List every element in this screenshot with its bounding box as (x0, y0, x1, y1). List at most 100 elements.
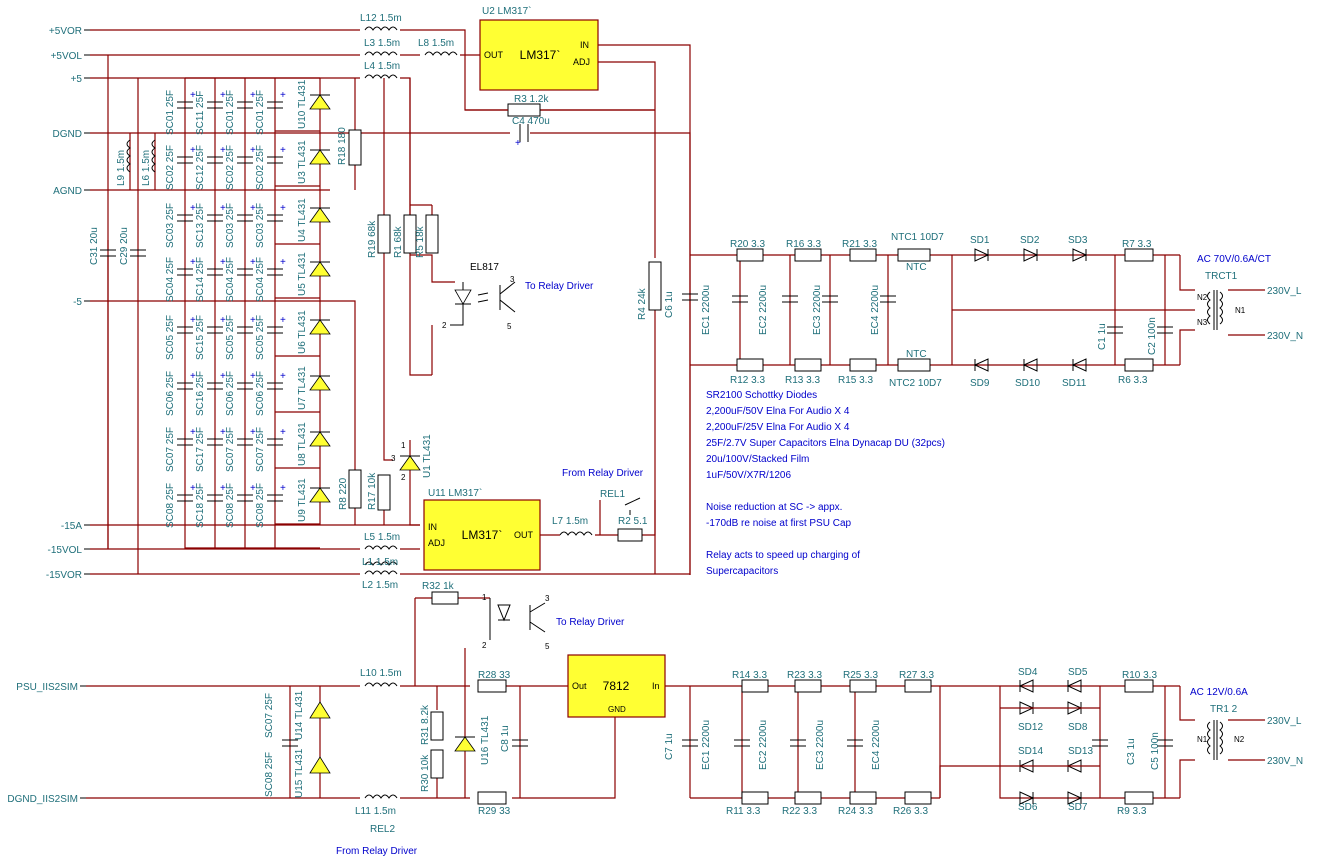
supercap (207, 438, 223, 446)
cap-c6 (682, 293, 698, 301)
label-rel1: REL1 (600, 489, 625, 500)
tl431-label: U4 TL431 (297, 198, 308, 242)
tl431-shunt (309, 261, 331, 277)
resistor-r17 (377, 474, 391, 511)
label-r19: R19 68k (367, 220, 378, 258)
supercap-label: SC03 25F (255, 203, 266, 248)
to-relay-driver-2: To Relay Driver (556, 617, 625, 628)
supercap (177, 156, 193, 164)
svg-text:SD14: SD14 (1018, 746, 1043, 757)
supercap-label: SC04 25F (255, 257, 266, 302)
resistor-r18-group: R18 180 (337, 78, 362, 190)
tl431-shunt (309, 375, 331, 391)
supercap (267, 101, 283, 109)
resistor-r22 (794, 791, 822, 805)
label-c2: C2 100n (1147, 317, 1158, 355)
inductor-l9 (126, 139, 131, 173)
resistor-r25 (849, 679, 877, 693)
label-r16: R16 3.3 (786, 239, 821, 250)
tl431-shunt (309, 431, 331, 447)
svg-text:U14 TL431: U14 TL431 (294, 690, 305, 740)
label-sd2: SD2 (1020, 235, 1040, 246)
note-line: 25F/2.7V Super Capacitors Elna Dynacap D… (706, 438, 945, 449)
diode-row-upper: SD1 SD2 SD3 SD9 SD10 SD11 (970, 235, 1088, 389)
supercap (237, 101, 253, 109)
label-r17: R17 10k (367, 472, 378, 510)
port-agnd: AGND (53, 186, 82, 197)
resistor-r9 (1124, 791, 1154, 805)
polarity-mark: + (250, 203, 256, 214)
resistor-r12 (736, 358, 764, 372)
regulator-u11: U11 LM317` LM317` IN ADJ OUT (423, 487, 541, 571)
inductor-l10 (364, 682, 398, 687)
port-230v-l-1: 230V_L (1267, 286, 1302, 297)
label-ec2-lower: EC2 2200u (758, 720, 769, 770)
resistor-r30 (430, 749, 444, 779)
supercap-label: SC04 25F (165, 257, 176, 302)
polarity-mark: + (250, 257, 256, 268)
label-rel2: REL2 (370, 824, 395, 835)
resistor-r7 (1124, 248, 1154, 262)
port-m15a: -15A (61, 521, 82, 532)
supercap-label: SC03 25F (225, 203, 236, 248)
supercap (177, 101, 193, 109)
label-u16: U16 TL431 (480, 715, 491, 765)
supercap-label: SC06 25F (255, 371, 266, 416)
label-r24: R24 3.3 (838, 806, 873, 817)
supercap-column-3: SC01 25F+SC02 25F+SC03 25F+SC04 25F+SC05… (225, 90, 256, 528)
tr1-spec: AC 12V/0.6A (1190, 687, 1248, 698)
svg-text:2: 2 (482, 641, 487, 650)
regulator-7812: 7812 Out In GND (567, 654, 666, 718)
label-r20: R20 3.3 (730, 239, 765, 250)
cap-c4 (519, 124, 529, 142)
label-ec3: EC3 2200u (812, 285, 823, 335)
inductor-l3 (364, 51, 398, 56)
tl431-label: U5 TL431 (297, 252, 308, 296)
supercap (237, 214, 253, 222)
label-u2: U2 LM317` (482, 5, 531, 17)
label-sd10: SD10 (1015, 378, 1040, 389)
label-c3: C3 1u (1126, 738, 1137, 765)
resistor-r29 (477, 791, 507, 805)
r3-c4: R3 1.2k C4 470u + (465, 94, 550, 149)
relay-rel1: From Relay Driver REL1 R2 5.1 (562, 468, 648, 542)
resistor-r16 (794, 248, 822, 262)
label-ntc1: NTC1 10D7 (891, 232, 944, 243)
top-wiring (90, 29, 691, 575)
cap-c8 (512, 739, 528, 747)
label-ec4: EC4 2200u (870, 285, 881, 335)
lower-wiring (86, 597, 1265, 799)
polarity-mark: + (220, 315, 226, 326)
supercap-label: SC04 25F (225, 257, 236, 302)
label-r7: R7 3.3 (1122, 239, 1152, 250)
supercap (267, 438, 283, 446)
label-l11: L11 1.5m (355, 806, 396, 817)
tl431-shunt (309, 207, 331, 223)
supercap-label: SC13 25F (195, 203, 206, 248)
inductor-l8 (424, 51, 458, 56)
port-dgnd: DGND (53, 129, 82, 140)
svg-text:OUT: OUT (484, 50, 504, 60)
cap-c31 (100, 249, 116, 257)
note-line: 2,200uF/50V Elna For Audio X 4 (706, 406, 850, 417)
svg-text:+: + (515, 138, 521, 149)
from-relay-driver-2: From Relay Driver (336, 846, 418, 857)
port-connectors (80, 29, 90, 799)
label-r25: R25 3.3 (843, 670, 878, 681)
label-r22: R22 3.3 (782, 806, 817, 817)
note-line: Noise reduction at SC -> appx. (706, 502, 842, 513)
supercap-label: SC01 25F (255, 90, 266, 135)
supercap (207, 382, 223, 390)
supercap-label: SC05 25F (225, 315, 236, 360)
resistor-r1 (403, 214, 417, 254)
svg-text:SD4: SD4 (1018, 667, 1038, 678)
supercap (207, 326, 223, 334)
label-ntc2: NTC2 10D7 (889, 378, 942, 389)
supercap (267, 268, 283, 276)
label-r26: R26 3.3 (893, 806, 928, 817)
polarity-mark: + (280, 145, 286, 156)
label-l8: L8 1.5m (418, 38, 454, 49)
label-r11: R11 3.3 (726, 806, 761, 817)
svg-text:SD5: SD5 (1068, 667, 1088, 678)
